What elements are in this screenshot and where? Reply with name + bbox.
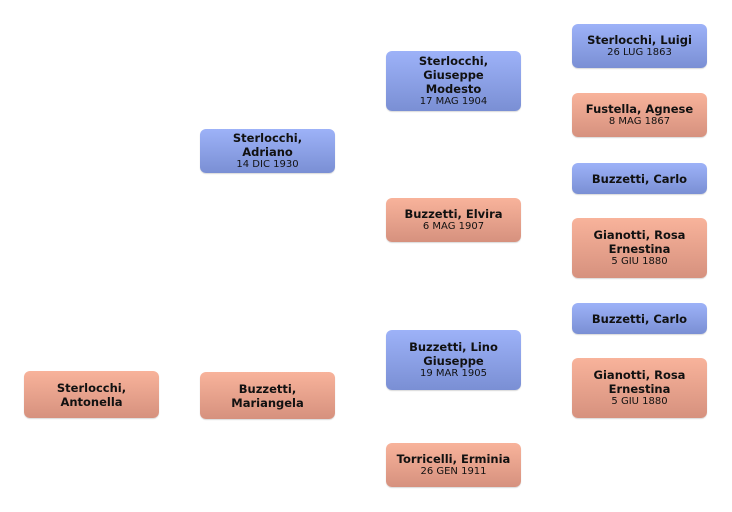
person-date: 5 GIU 1880 [611, 256, 668, 267]
person-node-lino-giuseppe[interactable]: Buzzetti, Lino Giuseppe 19 MAR 1905 [386, 330, 521, 390]
person-name: Gianotti, Rosa Ernestina [593, 368, 686, 396]
person-name: Buzzetti, Carlo [591, 311, 688, 326]
person-node-rosa-ernestina-2[interactable]: Gianotti, Rosa Ernestina 5 GIU 1880 [572, 358, 707, 418]
person-date: 26 GEN 1911 [420, 466, 487, 477]
person-name: Buzzetti, Mariangela [231, 381, 304, 410]
person-name: Sterlocchi, Giuseppe Modesto [418, 54, 489, 96]
person-node-carlo-1[interactable]: Buzzetti, Carlo [572, 163, 707, 194]
person-name: Gianotti, Rosa Ernestina [593, 228, 686, 256]
person-node-adriano[interactable]: Sterlocchi, Adriano 14 DIC 1930 [200, 129, 335, 173]
person-node-carlo-2[interactable]: Buzzetti, Carlo [572, 303, 707, 334]
person-node-antonella[interactable]: Sterlocchi, Antonella [24, 371, 159, 418]
person-date: 17 MAG 1904 [419, 96, 488, 107]
person-date: 8 MAG 1867 [608, 116, 671, 127]
person-date: 19 MAR 1905 [420, 368, 487, 379]
person-node-giuseppe-modesto[interactable]: Sterlocchi, Giuseppe Modesto 17 MAG 1904 [386, 51, 521, 111]
person-date: 14 DIC 1930 [236, 159, 299, 170]
person-name: Sterlocchi, Adriano [232, 131, 303, 159]
person-date: 26 LUG 1863 [607, 47, 672, 58]
person-name: Sterlocchi, Luigi [587, 33, 692, 47]
person-date: 6 MAG 1907 [422, 221, 485, 232]
person-node-agnese[interactable]: Fustella, Agnese 8 MAG 1867 [572, 93, 707, 137]
person-node-luigi[interactable]: Sterlocchi, Luigi 26 LUG 1863 [572, 24, 707, 68]
person-name: Buzzetti, Lino Giuseppe [409, 340, 498, 368]
person-node-rosa-ernestina-1[interactable]: Gianotti, Rosa Ernestina 5 GIU 1880 [572, 218, 707, 278]
person-date: 5 GIU 1880 [611, 396, 668, 407]
person-name: Sterlocchi, Antonella [56, 380, 127, 409]
person-node-mariangela[interactable]: Buzzetti, Mariangela [200, 372, 335, 419]
person-name: Fustella, Agnese [585, 102, 694, 116]
person-name: Buzzetti, Carlo [591, 171, 688, 186]
person-name: Torricelli, Erminia [396, 452, 511, 466]
person-name: Buzzetti, Elvira [404, 207, 503, 221]
person-node-elvira[interactable]: Buzzetti, Elvira 6 MAG 1907 [386, 198, 521, 242]
person-node-erminia[interactable]: Torricelli, Erminia 26 GEN 1911 [386, 443, 521, 487]
